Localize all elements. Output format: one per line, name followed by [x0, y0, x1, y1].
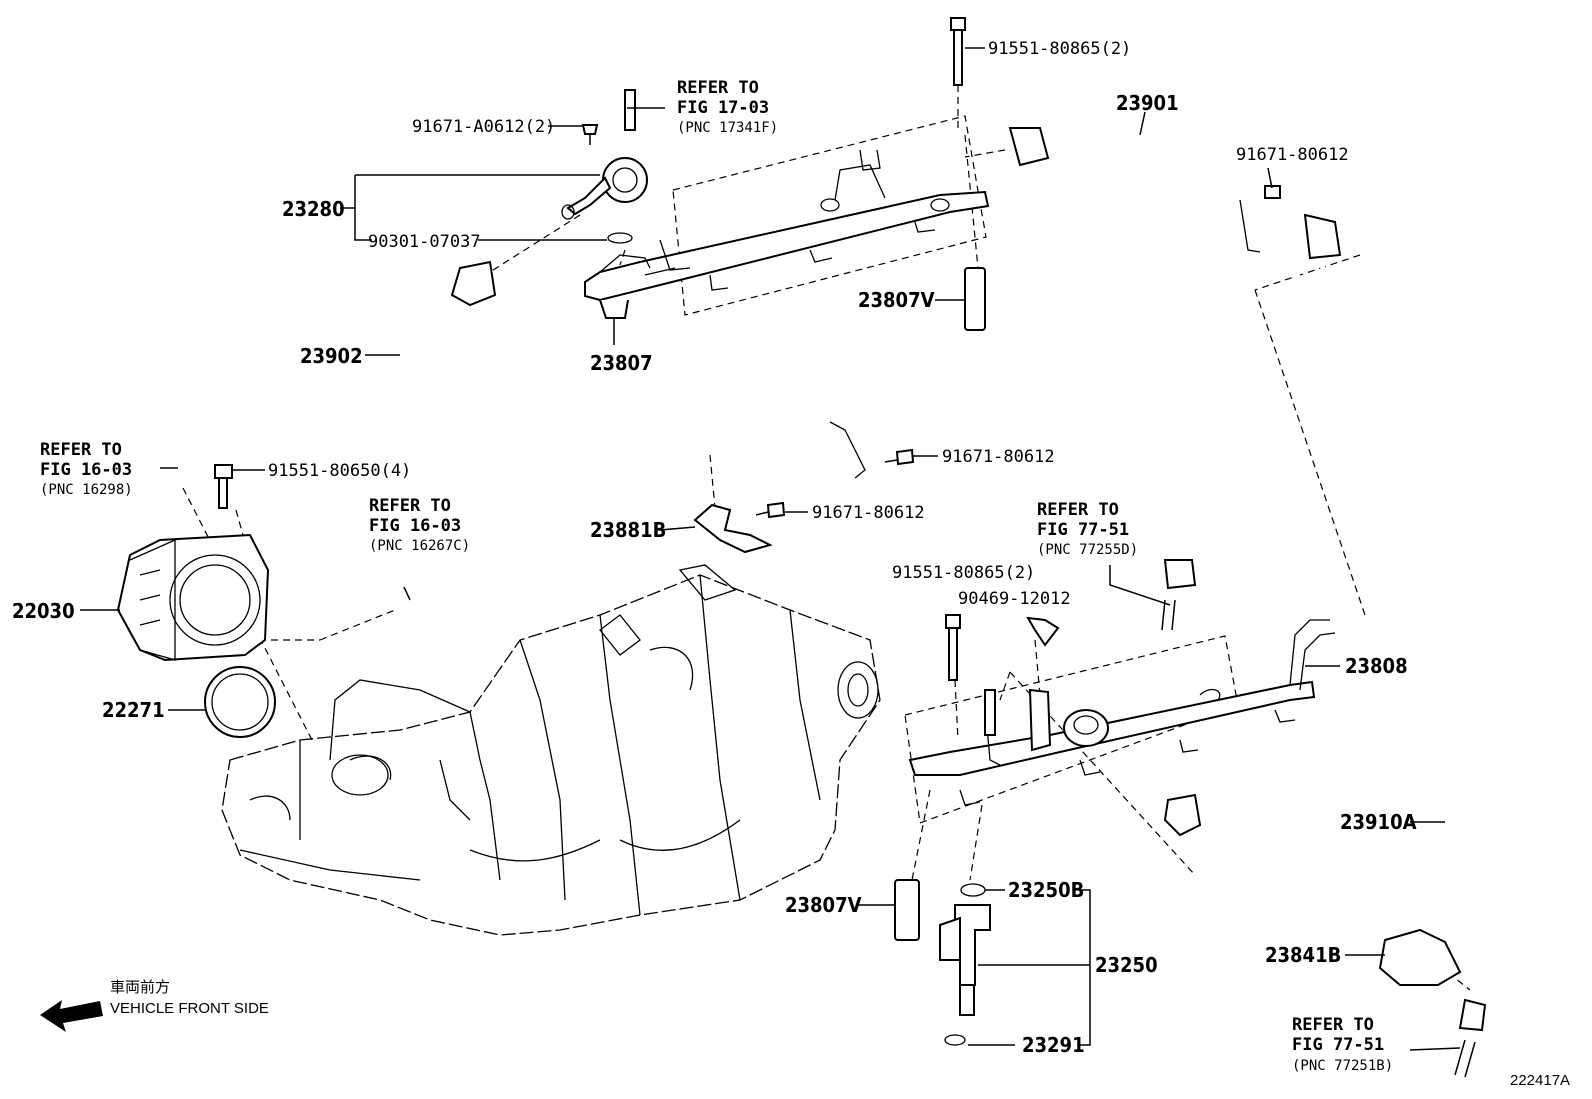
figure-id: 222417A: [1510, 1072, 1570, 1089]
callout-23910a: 23910A: [1340, 810, 1417, 834]
callout-23807v-top: 23807V: [858, 288, 935, 312]
leader-lines: [80, 47, 1461, 1051]
ref-fig16b-line1: REFER TO: [369, 496, 451, 516]
ref-fig16a-pnc: (PNC 16298): [40, 482, 133, 498]
ref-fig77a-line2: FIG 77-51: [1037, 520, 1129, 540]
ref-fig77b-line1: REFER TO: [1292, 1015, 1374, 1035]
intake-manifold: [221, 564, 881, 936]
bolt-mid: [945, 614, 961, 681]
ref-fig77a-pnc: (PNC 77255D): [1037, 542, 1138, 558]
bolt-top: [950, 17, 966, 86]
fuel-hose-23901: [1008, 126, 1342, 310]
throttle-body: [116, 378, 449, 738]
callout-labels: 91551-80865(2) 23901 91671-A0612(2) 2328…: [12, 39, 1417, 1057]
callout-23291: 23291: [1022, 1033, 1085, 1057]
fuel-hose-23902: [409, 260, 1199, 631]
reference-notes: REFER TO FIG 17-03 (PNC 17341F) REFER TO…: [40, 78, 1393, 1074]
vehicle-front-indicator: 車両前方 VEHICLE FRONT SIDE: [40, 979, 269, 1032]
bolt-c: [755, 501, 786, 519]
callout-91551-80650: 91551-80650(4): [268, 461, 411, 481]
ref-fig17-line1: REFER TO: [677, 78, 759, 98]
fuel-hose-23910A: [1163, 696, 1514, 1078]
clip-90469: [1026, 616, 1060, 647]
callout-23901: 23901: [1116, 91, 1179, 115]
callout-23250: 23250: [1095, 953, 1158, 977]
callout-23807v-bot: 23807V: [785, 893, 862, 917]
fuel-rail-lower: [908, 619, 1336, 806]
ref-fig16a-line1: REFER TO: [40, 440, 122, 460]
front-side-jp: 車両前方: [110, 979, 170, 996]
callout-91671-80612-b: 91671-80612: [942, 447, 1055, 467]
ref-fig77b-pnc: (PNC 77251B): [1292, 1058, 1393, 1074]
front-side-en: VEHICLE FRONT SIDE: [110, 1000, 269, 1017]
ref-fig77b-line2: FIG 77-51: [1292, 1035, 1384, 1055]
callout-90469-12012: 90469-12012: [958, 589, 1071, 609]
bolt-b: [884, 448, 915, 466]
ref-fig16a-line2: FIG 16-03: [40, 460, 132, 480]
callout-90301-07037: 90301-07037: [368, 232, 481, 252]
callout-23841b: 23841B: [1265, 943, 1341, 967]
callout-91551-80865-mid: 91551-80865(2): [892, 563, 1035, 583]
callout-23280: 23280: [282, 197, 345, 221]
ref-fig16b-pnc: (PNC 16267C): [369, 538, 470, 554]
callout-23807: 23807: [590, 351, 653, 375]
ref-fig16b-line2: FIG 16-03: [369, 516, 461, 536]
pulsation-damper: [561, 89, 648, 244]
clamp-23881B: [693, 503, 773, 554]
front-arrow-icon: [40, 1000, 103, 1032]
callout-91671-80612-a: 91671-80612: [1236, 145, 1349, 165]
callout-23881b: 23881B: [590, 518, 666, 542]
callout-91671-a0612: 91671-A0612(2): [412, 117, 555, 137]
clamp-23841B: [1378, 928, 1462, 986]
injector-assembly: [894, 879, 991, 1046]
spacer-upper: [964, 267, 986, 331]
ref-fig17-pnc: (PNC 17341F): [677, 120, 778, 136]
callout-23250b: 23250B: [1008, 878, 1084, 902]
ref-fig77a-line1: REFER TO: [1037, 500, 1119, 520]
callout-23902: 23902: [300, 344, 363, 368]
callout-23808: 23808: [1345, 654, 1408, 678]
callout-91671-80612-c: 91671-80612: [812, 503, 925, 523]
spacer-lower: [894, 879, 920, 941]
callout-22030: 22030: [12, 599, 75, 623]
callout-22271: 22271: [102, 698, 165, 722]
callout-91551-80865-top: 91551-80865(2): [988, 39, 1131, 59]
fuel-rail-upper: [584, 149, 990, 319]
ref-fig17-line2: FIG 17-03: [677, 98, 769, 118]
